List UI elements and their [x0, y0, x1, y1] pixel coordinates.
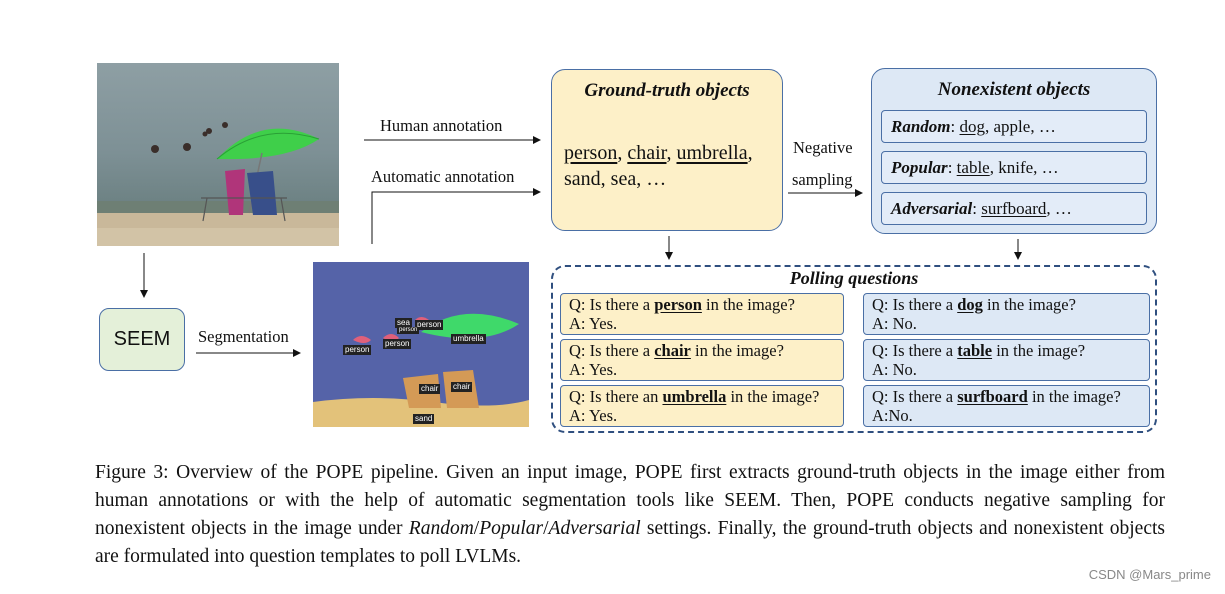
- seg-label-person: person: [343, 345, 372, 355]
- question-card: Q: Is there a person in the image? A: Ye…: [560, 293, 844, 335]
- answer: A: No.: [872, 314, 917, 333]
- seg-label-person: person: [397, 327, 420, 334]
- caption-popular: Popular: [479, 518, 544, 539]
- question-prefix: Q: Is there a: [872, 341, 958, 360]
- nonexistent-box: Nonexistent objects Random: dog, apple, …: [871, 68, 1157, 234]
- gt-object-umbrella: umbrella: [676, 142, 748, 164]
- question-object: person: [654, 295, 702, 314]
- popular-rest: , knife, …: [989, 158, 1059, 177]
- answer: A: Yes.: [569, 406, 618, 425]
- question-suffix: in the image?: [1027, 387, 1121, 406]
- adversarial-label: Adversarial: [891, 199, 973, 218]
- caption-text-end: settings. Finally, the ground-truth obje…: [95, 518, 1165, 567]
- gt-line2: sand, sea, …: [564, 168, 667, 190]
- seg-label-chair: chair: [451, 382, 473, 392]
- seg-label-umbrella: umbrella: [451, 334, 486, 344]
- separator: ,: [666, 142, 677, 164]
- adversarial-rest: , …: [1046, 199, 1072, 218]
- random-label: Random: [891, 117, 951, 136]
- nonexistent-title: Nonexistent objects: [937, 79, 1091, 100]
- question-card: Q: Is there a dog in the image? A: No.: [863, 293, 1150, 335]
- polling-questions-box: Polling questions: [551, 265, 1157, 433]
- question-suffix: in the image?: [690, 341, 784, 360]
- random-item: Random: dog, apple, …: [881, 110, 1147, 143]
- automatic-annotation-label: Automatic annotation: [371, 167, 515, 186]
- caption-random: Random: [408, 518, 474, 539]
- question-prefix: Q: Is there a: [569, 341, 655, 360]
- caption-slash: /: [543, 518, 549, 539]
- question-card: Q: Is there a surfboard in the image? A:…: [863, 385, 1150, 427]
- adversarial-item: Adversarial: surfboard, …: [881, 192, 1147, 225]
- question-suffix: in the image?: [982, 295, 1076, 314]
- segmentation-label: Segmentation: [198, 327, 289, 346]
- seem-label: SEEM: [113, 328, 171, 350]
- random-rest: , apple, …: [985, 117, 1056, 136]
- polling-title: Polling questions: [789, 268, 919, 288]
- question-card: Q: Is there an umbrella in the image? A:…: [560, 385, 844, 427]
- human-annotation-label: Human annotation: [380, 116, 503, 135]
- question-card: Q: Is there a table in the image? A: No.: [863, 339, 1150, 381]
- question-object: umbrella: [662, 387, 727, 406]
- seem-box: SEEM: [99, 308, 185, 371]
- answer: A: Yes.: [569, 314, 618, 333]
- ground-truth-objects: person, chair, umbrella, sand, sea, …: [564, 140, 779, 192]
- negative-sampling-label: Negative: [793, 138, 853, 157]
- ground-truth-box: Ground-truth objects person, chair, umbr…: [551, 69, 783, 231]
- question-prefix: Q: Is there a: [872, 295, 958, 314]
- seg-label-person: person: [415, 320, 444, 330]
- random-object: dog: [959, 117, 986, 136]
- colon: :: [950, 117, 960, 136]
- figure-caption: Figure 3: Overview of the POPE pipeline.…: [95, 459, 1165, 571]
- popular-label: Popular: [891, 158, 948, 177]
- question-suffix: in the image?: [726, 387, 820, 406]
- seg-label-sand: sand: [413, 414, 435, 424]
- beach-photo: [97, 63, 339, 246]
- seg-label-person: person: [383, 339, 412, 349]
- answer: A: No.: [872, 360, 917, 379]
- gt-object-chair: chair: [627, 142, 667, 164]
- colon: :: [972, 199, 982, 218]
- segmentation-image: sea person person person person umbrella…: [313, 262, 529, 427]
- caption-slash: /: [473, 518, 480, 539]
- comma: ,: [747, 142, 753, 164]
- question-prefix: Q: Is there a: [569, 295, 655, 314]
- answer: A:No.: [872, 406, 913, 425]
- popular-item: Popular: table, knife, …: [881, 151, 1147, 184]
- question-card: Q: Is there a chair in the image? A: Yes…: [560, 339, 844, 381]
- adversarial-object: surfboard: [981, 199, 1047, 218]
- seg-label-chair: chair: [419, 384, 441, 394]
- question-object: table: [957, 341, 993, 360]
- colon: :: [947, 158, 957, 177]
- question-prefix: Q: Is there an: [569, 387, 663, 406]
- answer: A: Yes.: [569, 360, 618, 379]
- seg-label-sea: sea: [395, 318, 412, 328]
- question-object: chair: [654, 341, 691, 360]
- question-object: dog: [957, 295, 983, 314]
- question-suffix: in the image?: [701, 295, 795, 314]
- question-prefix: Q: Is there a: [872, 387, 958, 406]
- question-object: surfboard: [957, 387, 1028, 406]
- ground-truth-title: Ground-truth objects: [584, 80, 750, 101]
- caption-adversarial: Adversarial: [548, 518, 641, 539]
- separator: ,: [617, 142, 628, 164]
- gt-object-person: person: [564, 142, 618, 164]
- negative-sampling-label-line2: sampling: [792, 170, 853, 189]
- caption-text: Figure 3: Overview of the POPE pipeline.…: [95, 462, 1165, 539]
- popular-object: table: [956, 158, 990, 177]
- watermark: CSDN @Mars_prime: [1088, 567, 1211, 582]
- question-suffix: in the image?: [992, 341, 1086, 360]
